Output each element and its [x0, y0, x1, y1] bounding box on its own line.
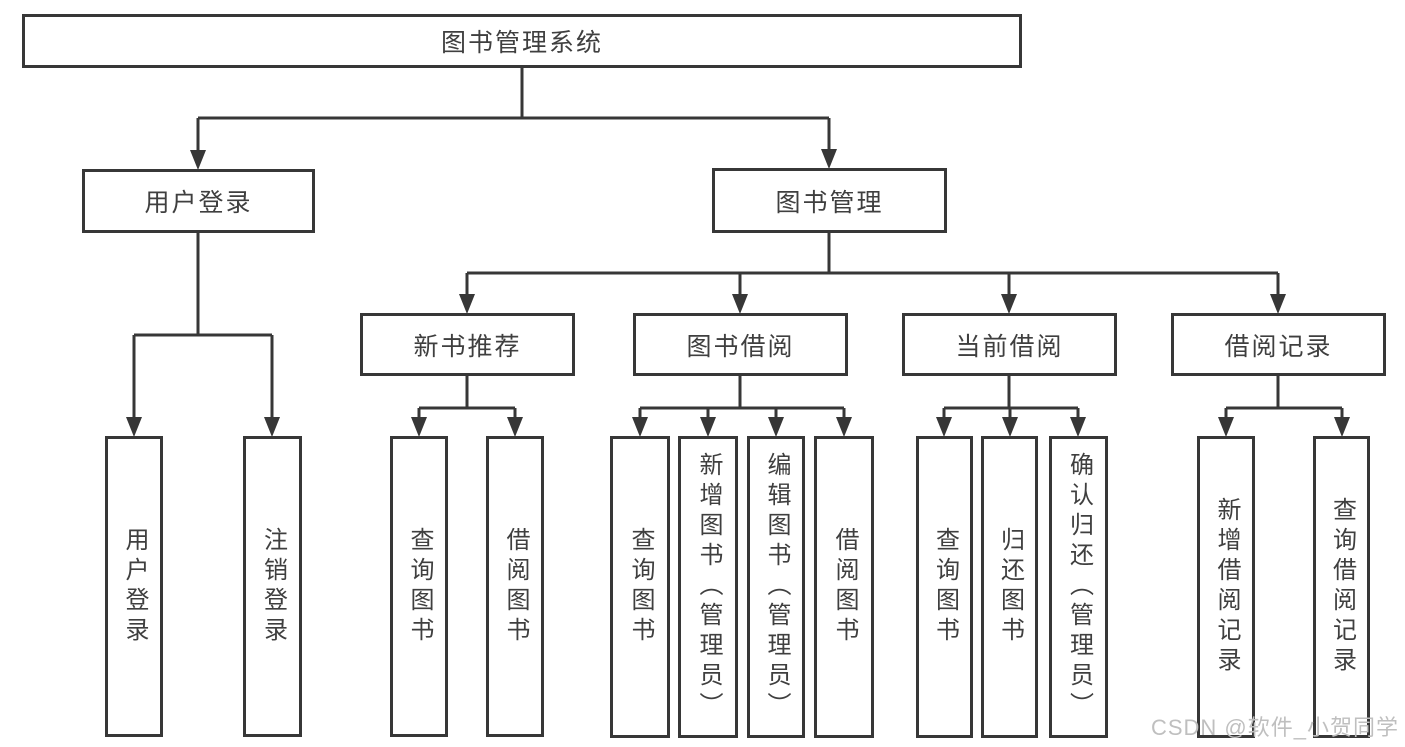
arrow-down-icon: [126, 417, 142, 437]
arrow-down-icon: [264, 417, 280, 437]
node-leaf-cb-return-books: 归还图书: [981, 436, 1038, 738]
arrow-down-icon: [190, 150, 206, 170]
csdn-watermark: CSDN @软件_小贺同学: [1150, 715, 1399, 740]
node-book-management: 图书管理: [712, 168, 947, 233]
arrow-down-icon: [1218, 417, 1234, 437]
node-leaf-user-login: 用户登录: [105, 436, 163, 737]
arrow-down-icon: [632, 417, 648, 437]
arrow-down-icon: [836, 417, 852, 437]
node-leaf-nb-borrow-books: 借阅图书: [486, 436, 544, 737]
arrow-down-icon: [507, 417, 523, 437]
node-new-book-recommend: 新书推荐: [360, 313, 575, 376]
arrow-down-icon: [1270, 294, 1286, 314]
arrow-down-icon: [700, 417, 716, 437]
node-leaf-bb-add-books: 新增图书（管理员）: [678, 436, 738, 738]
arrow-down-icon: [768, 417, 784, 437]
arrow-down-icon: [936, 417, 952, 437]
node-leaf-br-add-record: 新增借阅记录: [1197, 436, 1255, 738]
node-current-borrow: 当前借阅: [902, 313, 1117, 376]
arrow-down-icon: [1334, 417, 1350, 437]
arrow-down-icon: [821, 149, 837, 169]
node-leaf-bb-query-books: 查询图书: [610, 436, 670, 738]
node-leaf-cb-query-books: 查询图书: [916, 436, 973, 738]
node-root: 图书管理系统: [22, 14, 1022, 68]
arrow-down-icon: [459, 294, 475, 314]
node-leaf-bb-edit-books: 编辑图书（管理员）: [747, 436, 805, 738]
arrow-down-icon: [1002, 417, 1018, 437]
node-leaf-cb-confirm-return: 确认归还（管理员）: [1049, 436, 1108, 738]
arrow-down-icon: [1070, 417, 1086, 437]
node-leaf-logout: 注销登录: [243, 436, 302, 737]
arrow-down-icon: [732, 294, 748, 314]
node-user-login: 用户登录: [82, 169, 315, 233]
node-borrow-records: 借阅记录: [1171, 313, 1386, 376]
node-leaf-br-query-record: 查询借阅记录: [1313, 436, 1370, 738]
node-leaf-nb-query-books: 查询图书: [390, 436, 448, 737]
arrow-down-icon: [411, 417, 427, 437]
node-leaf-bb-borrow-books: 借阅图书: [814, 436, 874, 738]
arrow-down-icon: [1001, 294, 1017, 314]
node-book-borrow: 图书借阅: [633, 313, 848, 376]
